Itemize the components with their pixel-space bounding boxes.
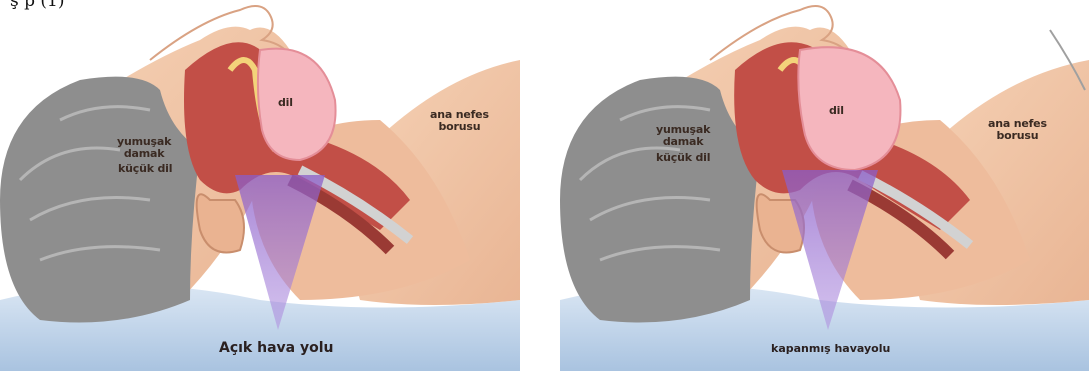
label-tongue: dil [829, 105, 844, 117]
label-uvula: küçük dil [656, 152, 710, 164]
open-airway-illustration [0, 0, 520, 371]
label-uvula: küçük dil [118, 163, 172, 175]
closed-airway-illustration [560, 0, 1089, 371]
tongue [258, 49, 336, 160]
caption-closed-airway: kapanmış havayolu [771, 342, 890, 355]
label-soft-palate: yumuşak damak [656, 124, 710, 148]
label-tongue: dil [278, 97, 293, 109]
label-trachea: ana nefes borusu [430, 109, 489, 133]
tongue [798, 47, 900, 170]
illustration-panel-closed-airway: dil yumuşak damak küçük dil ana nefes bo… [560, 0, 1089, 371]
illustration-panel-open-airway: dil yumuşak damak küçük dil ana nefes bo… [0, 0, 520, 371]
label-soft-palate: yumuşak damak [117, 136, 171, 160]
caption-open-airway: Açık hava yolu [219, 340, 334, 356]
label-trachea: ana nefes borusu [988, 118, 1047, 142]
